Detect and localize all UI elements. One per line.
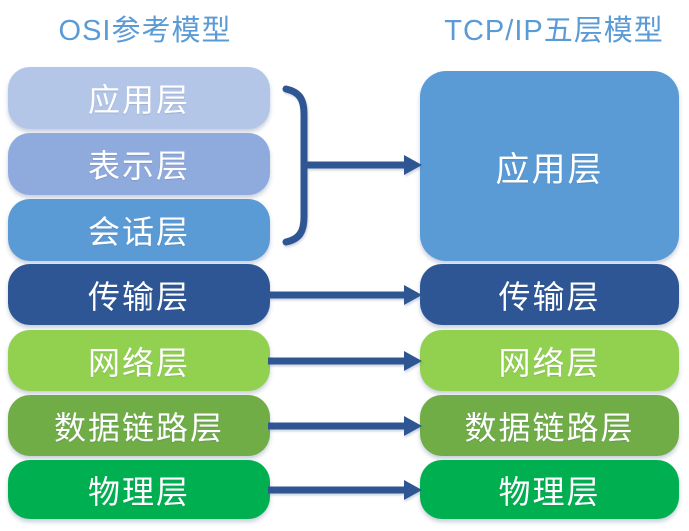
arrow-transport-icon <box>268 285 422 305</box>
tcpip-layer-network: 网络层 <box>420 330 679 391</box>
osi-layer-network: 网络层 <box>8 330 270 391</box>
arrow-datalink-icon <box>268 416 422 436</box>
arrow-physical-icon <box>268 480 422 500</box>
brace-icon <box>282 85 308 246</box>
tcpip-layer-datalink: 数据链路层 <box>420 395 679 456</box>
arrow-application-icon <box>304 155 422 175</box>
tcpip-layer-physical: 物理层 <box>420 460 679 519</box>
osi-layer-datalink: 数据链路层 <box>8 395 270 456</box>
osi-column-title: OSI参考模型 <box>58 15 232 47</box>
osi-layer-physical: 物理层 <box>8 460 270 519</box>
tcpip-layer-transport: 传输层 <box>420 264 679 325</box>
osi-layer-transport: 传输层 <box>8 264 270 325</box>
osi-layer-application: 应用层 <box>8 67 270 129</box>
tcpip-layer-application: 应用层 <box>420 71 679 261</box>
arrow-network-icon <box>268 351 422 371</box>
osi-layer-session: 会话层 <box>8 199 270 261</box>
tcpip-column-title: TCP/IP五层模型 <box>444 15 664 47</box>
osi-layer-presentation: 表示层 <box>8 133 270 195</box>
